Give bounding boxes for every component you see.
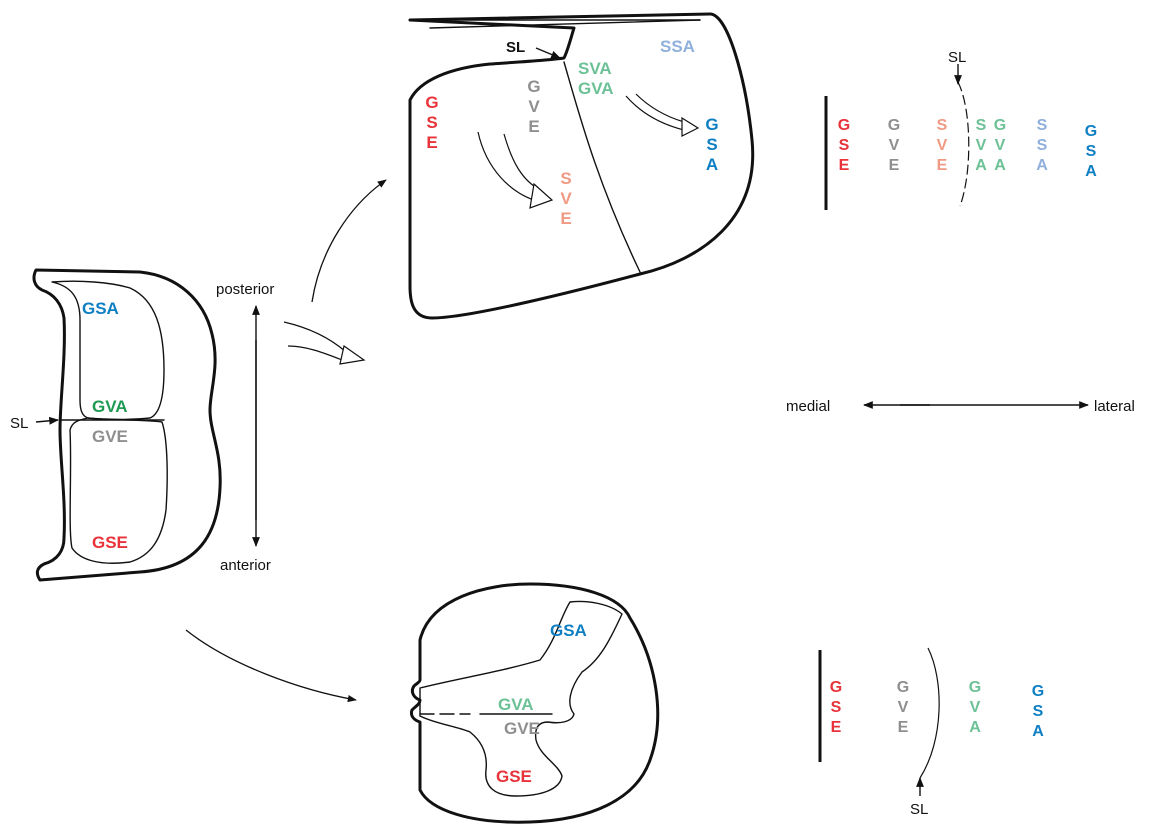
scol-gse-e: E <box>831 719 842 736</box>
brainstem-sve-s: S <box>560 169 571 188</box>
scol-gva-g: G <box>969 679 981 696</box>
hollow-curved-arrow <box>283 321 366 365</box>
col-gva-v: V <box>995 137 1006 154</box>
spinal-column-schematic: SL G S E G V E G V A G S A <box>818 647 1044 818</box>
anterior-label: anterior <box>220 557 271 574</box>
embryo-gsa-label: GSA <box>82 299 119 318</box>
embryo-sl-arrow <box>35 416 59 425</box>
spinal-gva-label: GVA <box>498 695 534 714</box>
brainstem-sl-label: SL <box>506 39 525 56</box>
brainstem-sulcus-curve <box>957 81 970 207</box>
embryonic-neural-tube: SL GSA GVA GVE GSE <box>10 268 222 582</box>
gve-to-sve-migration-arrow <box>477 131 554 209</box>
col-sve-e: E <box>937 157 948 174</box>
scol-gve-e: E <box>898 719 909 736</box>
brainstem-sl-arrow <box>535 47 561 59</box>
col-gva-g: G <box>994 117 1006 134</box>
col-gsa-g: G <box>1085 123 1097 140</box>
col-ssa-s2: S <box>1037 137 1048 154</box>
embryo-outline <box>32 268 222 582</box>
col-sva-s: S <box>976 117 987 134</box>
brainstem-top-edge-2 <box>429 19 701 29</box>
arrow-to-brainstem <box>311 179 387 303</box>
brainstem-section: SL G S E G V E S V E SVA GVA SSA G S A <box>408 12 755 320</box>
col-sve-s: S <box>937 117 948 134</box>
brainstem-gve-v: V <box>528 97 540 116</box>
embryo-gva-label: GVA <box>92 397 128 416</box>
col-gve-e: E <box>889 157 900 174</box>
scol-gva-v: V <box>970 699 981 716</box>
brainstem-gsa-g: G <box>705 115 718 134</box>
brainstem-gve-e: E <box>528 117 539 136</box>
gva-to-gsa-migration-arrow <box>625 93 700 137</box>
scol-gsa-s: S <box>1033 703 1044 720</box>
embryo-inner-outline <box>51 280 165 421</box>
col-gse-s: S <box>839 137 850 154</box>
brainstem-gse-e: E <box>426 133 437 152</box>
col-sva-v: V <box>976 137 987 154</box>
brainstem-gsa-a: A <box>706 155 718 174</box>
col-sva-a: A <box>975 157 987 174</box>
scol-gse-g: G <box>830 679 842 696</box>
col-gve-g: G <box>888 117 900 134</box>
brainstem-sve-e: E <box>560 209 571 228</box>
col-gse-e: E <box>839 157 850 174</box>
brainstem-sve-v: V <box>560 189 572 208</box>
spinal-sulcus-curve <box>919 647 940 779</box>
brainstem-ssa-label: SSA <box>660 37 695 56</box>
scol-gva-a: A <box>969 719 981 736</box>
brainstem-gva-label: GVA <box>578 79 614 98</box>
col-gsa-s: S <box>1086 143 1097 160</box>
scol-gve-g: G <box>897 679 909 696</box>
scol-gsa-g: G <box>1032 683 1044 700</box>
col-gve-v: V <box>889 137 900 154</box>
spinal-grey-matter <box>419 600 623 797</box>
spinal-cord-section: GSA GVA GVE GSE <box>410 582 660 824</box>
embryo-gve-label: GVE <box>92 427 128 446</box>
posterior-label: posterior <box>216 281 274 298</box>
lateral-label: lateral <box>1094 398 1135 415</box>
brainstem-gse-s: S <box>426 113 437 132</box>
arrow-to-spinal-cord <box>185 629 357 703</box>
brainstem-gsa-s: S <box>706 135 717 154</box>
embryo-gse-label: GSE <box>92 533 128 552</box>
brainstem-outline <box>408 12 755 320</box>
scol-gsa-a: A <box>1032 723 1044 740</box>
brainstem-sva-label: SVA <box>578 59 612 78</box>
brainstem-gve-g: G <box>527 77 540 96</box>
col-ssa-a: A <box>1036 157 1048 174</box>
medial-label: medial <box>786 398 830 415</box>
medial-lateral-axis: medial lateral <box>786 398 1135 415</box>
embryo-inner-lower <box>69 417 168 564</box>
spinal-gve-label: GVE <box>504 719 540 738</box>
col-gva-a: A <box>994 157 1006 174</box>
spinal-gsa-label: GSA <box>550 621 587 640</box>
brainstem-gse-g: G <box>425 93 438 112</box>
col-ssa-s: S <box>1037 117 1048 134</box>
spinal-cord-outline <box>410 582 660 824</box>
brainstem-divider <box>563 61 641 273</box>
spinal-gse-label: GSE <box>496 767 532 786</box>
brainstem-column-sl-label: SL <box>948 49 966 66</box>
embryo-sl-label: SL <box>10 415 28 432</box>
brainstem-column-schematic: SL G S E G V E S V E S V A G V A S S A G… <box>824 49 1097 210</box>
posterior-anterior-axis: posterior anterior <box>216 281 274 574</box>
col-gse-g: G <box>838 117 850 134</box>
scol-gse-s: S <box>831 699 842 716</box>
col-sve-v: V <box>937 137 948 154</box>
spinal-column-sl-label: SL <box>910 801 928 818</box>
col-gsa-a: A <box>1085 163 1097 180</box>
scol-gve-v: V <box>898 699 909 716</box>
